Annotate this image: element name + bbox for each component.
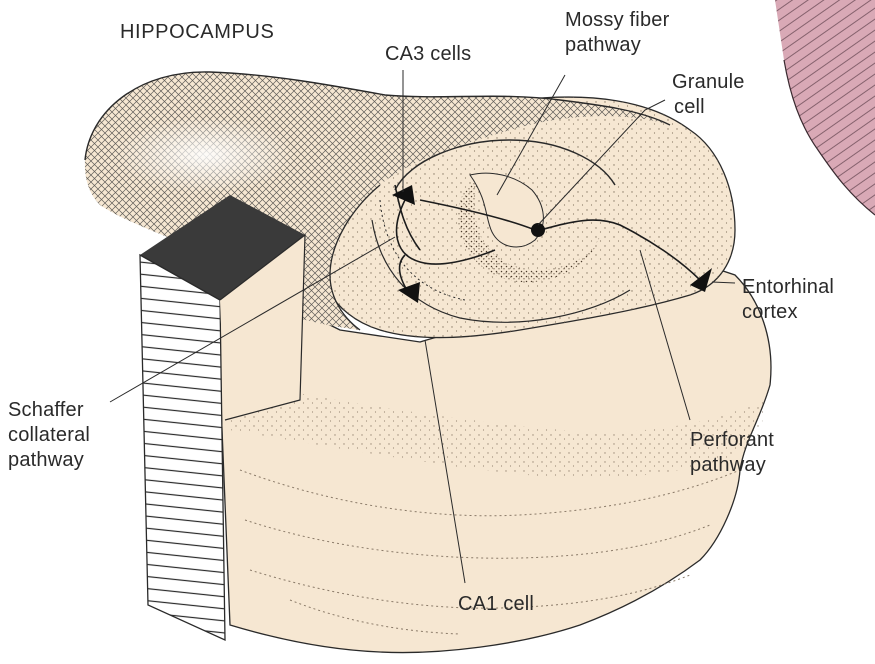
granule-cell-body	[531, 223, 545, 237]
mossy-fiber-label: Mossy fiber pathway	[565, 8, 669, 58]
schaffer-collateral-label: Schaffer collateral pathway	[8, 398, 90, 473]
diagram-title: HIPPOCAMPUS	[120, 20, 274, 45]
entorhinal-cortex-label: Entorhinal cortex	[742, 275, 834, 325]
perforant-pathway-label: Perforant pathway	[690, 428, 774, 478]
neighbor-tissue-shape	[775, 0, 875, 215]
ca1-cell-label: CA1 cell	[458, 592, 534, 617]
ca3-cells-label: CA3 cells	[385, 42, 471, 67]
granule-cell-label: Granule cell	[672, 70, 745, 120]
